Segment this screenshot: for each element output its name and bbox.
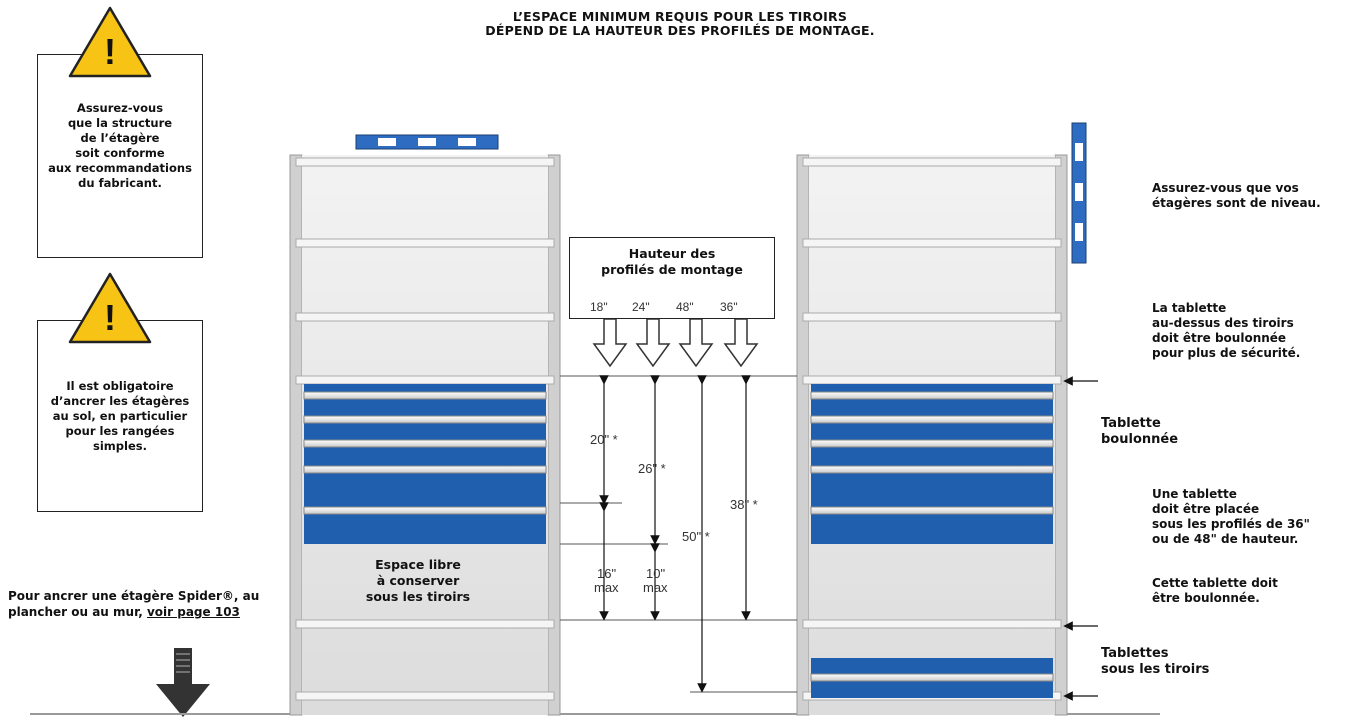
height-box-title: Hauteur des profilés de montage: [601, 246, 743, 277]
dim-50: 50" *: [682, 529, 710, 544]
note-must-bolt: Cette tablette doit être boulonnée.: [1152, 576, 1278, 605]
anchor-note: Pour ancrer une étagère Spider®, au plan…: [8, 589, 260, 619]
height-24: 24": [632, 300, 650, 314]
note-shelf-below: Une tablette doit être placée sous les p…: [1152, 487, 1310, 546]
warning-text: Assurez-vous que la structure de l’étagè…: [48, 101, 192, 190]
drawer-stack: [811, 384, 1053, 544]
height-48: 48": [676, 300, 694, 314]
note-shelves-under: Tablettes sous les tiroirs: [1101, 646, 1210, 677]
free-space-label: Espace libre à conserver sous les tiroir…: [365, 557, 471, 604]
title-line-2: DÉPEND DE LA HAUTEUR DES PROFILÉS DE MON…: [485, 23, 875, 38]
spirit-level-icon: [1071, 122, 1087, 264]
height-arrows: [592, 318, 759, 368]
pointer-arrows: [1063, 376, 1098, 701]
shelving-unit-left: [289, 154, 561, 716]
mounting-height-box: Hauteur des profilés de montage 18" 24" …: [569, 237, 775, 319]
warning-box-structure: Assurez-vous que la structure de l’étagè…: [37, 54, 203, 258]
dim-16: 16": [597, 566, 616, 581]
reference-lines: [560, 375, 797, 693]
dim-10: 10": [646, 566, 665, 581]
warning-icon: !: [66, 4, 154, 84]
note-shelf-above: La tablette au-dessus des tiroirs doit ê…: [1152, 301, 1301, 360]
height-36: 36": [720, 300, 738, 314]
page-link[interactable]: voir page 103: [146, 605, 240, 619]
anchor-arrow-icon: [150, 648, 216, 721]
svg-text:!: !: [104, 297, 116, 338]
dim-38: 38" *: [730, 497, 758, 512]
note-level: Assurez-vous que vos étagères sont de ni…: [1152, 181, 1321, 210]
dim-10-max: max: [643, 580, 668, 595]
spirit-level-icon: [355, 134, 499, 150]
title-line-1: L’ESPACE MINIMUM REQUIS POUR LES TIROIRS: [512, 9, 848, 24]
dimension-labels: 20" * 26" * 38" * 50" * 16" max 10" max: [590, 432, 758, 595]
dim-26: 26" *: [638, 461, 666, 476]
page-title: L’ESPACE MINIMUM REQUIS POUR LES TIROIRS…: [380, 10, 980, 38]
warning-text: Il est obligatoire d’ancrer les étagères…: [50, 379, 190, 453]
svg-text:!: !: [104, 31, 116, 72]
dimension-lines: [599, 375, 751, 693]
note-bolted-shelf: Tablette boulonnée: [1101, 416, 1179, 447]
height-18: 18": [590, 300, 608, 314]
drawer-stack: [304, 384, 546, 544]
shelving-unit-right: [796, 154, 1068, 716]
dim-20: 20" *: [590, 432, 618, 447]
warning-icon: !: [66, 270, 154, 350]
dim-16-max: max: [594, 580, 619, 595]
